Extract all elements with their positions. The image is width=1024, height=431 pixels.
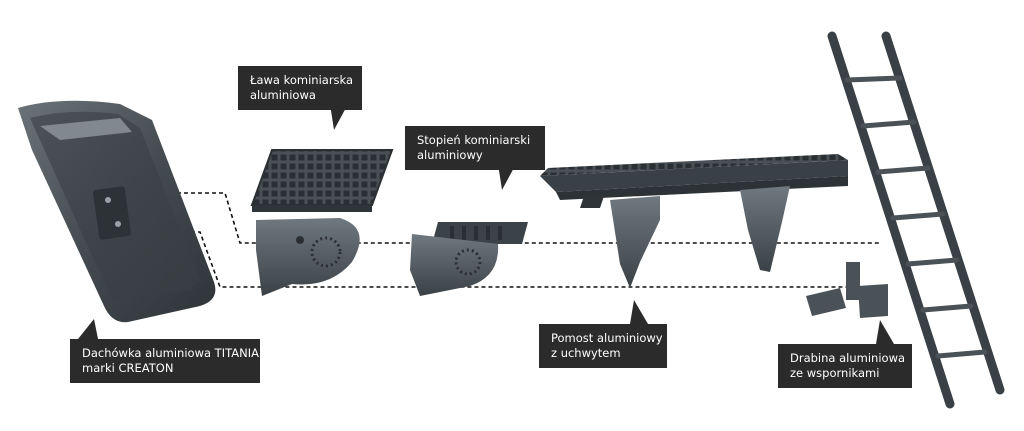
platform-callout: Pomost aluminiowy z uchwytem: [539, 324, 667, 368]
chimney-bench-label-line2: aluminiowa: [250, 88, 316, 102]
platform-label-line2: z uchwytem: [551, 346, 621, 360]
chimney-step-label-line1: Stopień kominiarski: [417, 133, 531, 147]
roof-tile-label-line1: Dachówka aluminiowa TITANIA: [82, 346, 259, 360]
chimney-bench-label-line1: Ława kominiarska: [250, 73, 354, 87]
platform-label-line1: Pomost aluminiowy: [551, 331, 663, 345]
ladder-label-line1: Drabina aluminiowa: [790, 351, 906, 365]
chimney-step-label-line2: aluminiowy: [417, 148, 483, 162]
ladder-callout-tail: [876, 320, 894, 344]
ladder-image: [827, 31, 1005, 409]
dashed-guide-lines: [128, 192, 880, 288]
chimney-bench-callout: Ława kominiarska aluminiowa: [238, 66, 362, 110]
chimney-bench-callout-tail: [330, 104, 348, 130]
ladder-label-line2: ze wspornikami: [790, 366, 880, 380]
chimney-step-callout-tail: [498, 164, 516, 190]
chimney-step-image: [410, 222, 528, 296]
chimney-bench-image: [250, 149, 394, 296]
roof-tile-callout: Dachówka aluminiowa TITANIA marki CREATO…: [70, 339, 260, 383]
roof-tile-label-line2: marki CREATON: [82, 361, 174, 375]
roof-tile-image: [18, 100, 216, 323]
chimney-step-callout: Stopień kominiarski aluminiowy: [405, 126, 545, 170]
platform-callout-tail: [630, 300, 648, 324]
platform-image: [540, 154, 848, 288]
ladder-brackets-image: [806, 262, 888, 318]
roof-tile-callout-tail: [78, 319, 98, 339]
ladder-callout: Drabina aluminiowa ze wspornikami: [778, 344, 912, 388]
